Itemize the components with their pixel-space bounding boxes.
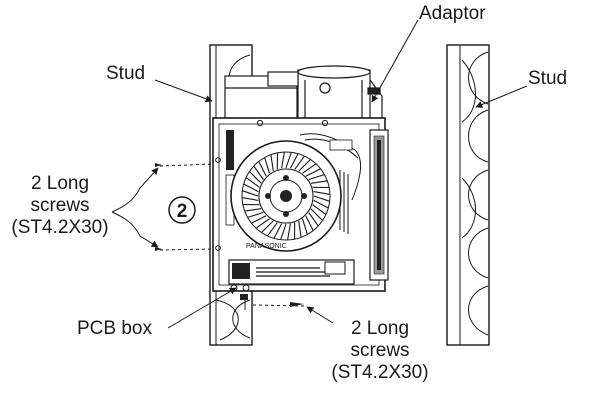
screws-bottom-line1: 2 Long (320, 318, 440, 340)
screws-bottom-line3: (ST4.2X30) (320, 362, 440, 384)
screws-left-line1: 2 Long (0, 173, 120, 195)
screws-bottom-line2: screws (320, 340, 440, 362)
adaptor-label: Adaptor (419, 3, 486, 25)
stud-right-label: Stud (528, 68, 567, 90)
screws-left-line2: screws (0, 195, 120, 217)
blower-wheel: PANASONIC (231, 141, 341, 251)
right-stud (447, 45, 489, 345)
pcb-box-label: PCB box (77, 318, 152, 340)
stud-left-label: Stud (106, 63, 145, 85)
step-number: 2 (177, 201, 188, 222)
step-marker: 2 (169, 197, 195, 223)
screws-left-callout: 2 Long screws (ST4.2X30) (0, 173, 120, 239)
screws-left-line3: (ST4.2X30) (0, 217, 120, 239)
screws-bottom-callout: 2 Long screws (ST4.2X30) (320, 318, 440, 384)
fan-brand-text: PANASONIC (246, 243, 287, 250)
